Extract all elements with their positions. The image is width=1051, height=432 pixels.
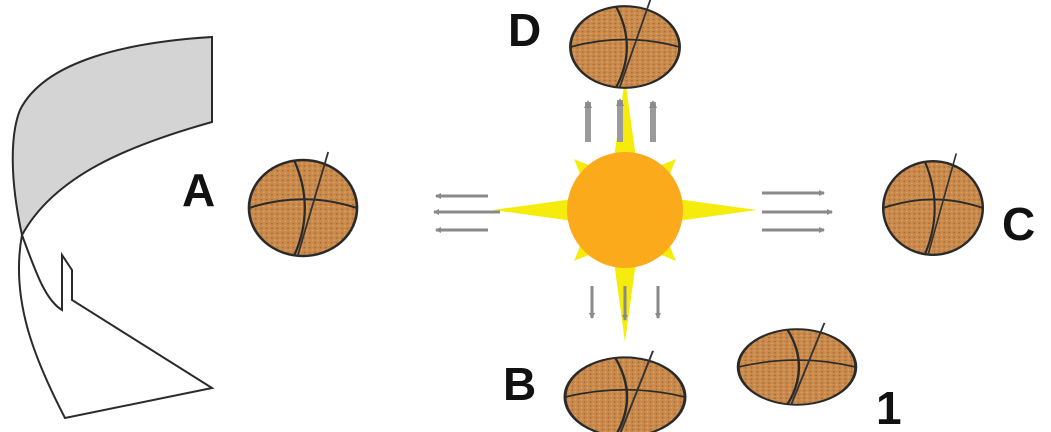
light-arrows-up: [584, 98, 657, 142]
planet-c-icon: [881, 152, 985, 257]
label-d: D: [508, 4, 541, 56]
light-arrows-left: [433, 193, 500, 233]
planet-d-icon: [569, 0, 681, 90]
light-arrows-right: [762, 190, 833, 233]
planet-b-icon: [563, 349, 687, 432]
label-b: B: [503, 358, 536, 410]
label-1: 1: [876, 382, 902, 432]
arrow-head: [17, 231, 215, 420]
curved-arrow-icon: [11, 35, 215, 420]
label-a: A: [182, 164, 215, 216]
arrow-top-band: [11, 35, 213, 238]
light-arrows-down: [589, 286, 661, 321]
planet-1-icon: [736, 321, 858, 407]
planet-a-icon: [247, 150, 359, 258]
label-c: C: [1002, 198, 1035, 250]
sun-core: [567, 152, 683, 268]
